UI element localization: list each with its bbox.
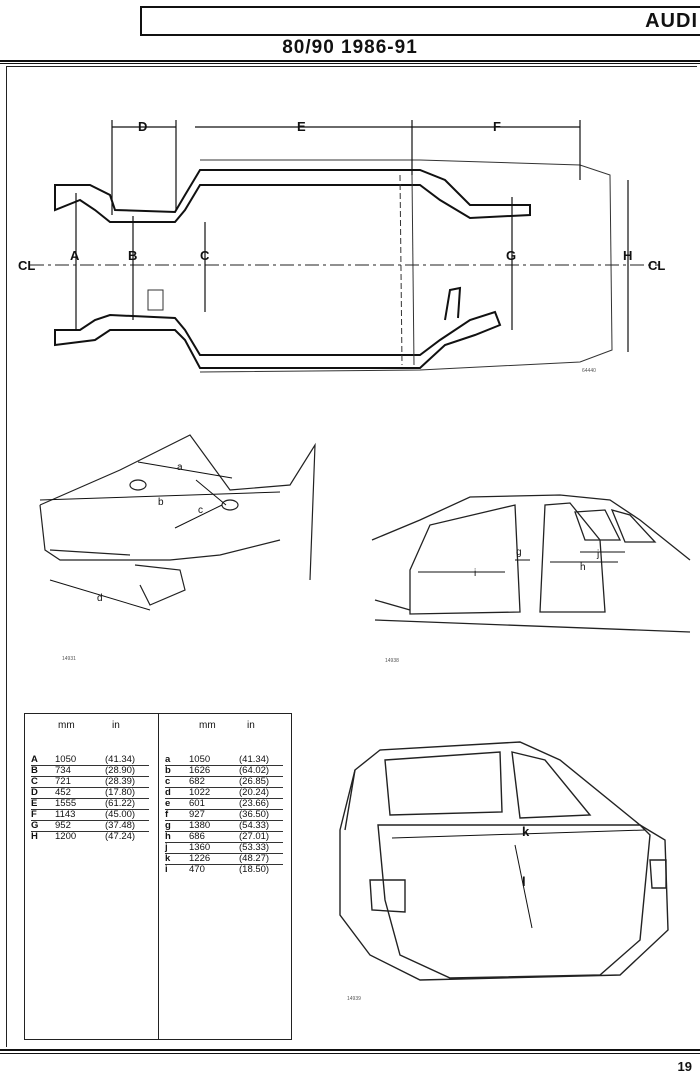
col-header-in: in — [112, 720, 120, 731]
diagram1-ref: 64440 — [582, 368, 596, 374]
dim-label-A: A — [70, 248, 80, 263]
content-frame — [6, 66, 697, 1047]
dim-label-D: D — [138, 119, 147, 134]
dim-label-b: b — [158, 497, 164, 508]
dim-label-i: i — [474, 568, 476, 579]
page-subtitle: 80/90 1986-91 — [282, 37, 418, 58]
dim-label-k: k — [522, 824, 530, 839]
dim-label-a: a — [177, 462, 183, 473]
header-box: AUDI — [140, 6, 700, 36]
dim-label-d: d — [97, 593, 103, 604]
dim-label-G: G — [506, 248, 516, 263]
dim-label-h: h — [580, 562, 586, 573]
diagram4-ref: 14939 — [347, 996, 361, 1002]
page-number: 19 — [677, 1059, 692, 1074]
dim-label-H: H — [623, 248, 632, 263]
diagram3-ref: 14938 — [385, 658, 399, 664]
dim-label-g: g — [516, 547, 522, 558]
header-rule — [140, 35, 700, 36]
col-header-mm: mm — [199, 720, 216, 731]
dim-label-c: c — [198, 505, 203, 516]
col-header-in: in — [247, 720, 255, 731]
dim-label-C: C — [200, 248, 210, 263]
col-header-mm: mm — [58, 720, 75, 731]
subtitle-rule — [0, 60, 700, 62]
centerline-right: CL — [648, 258, 665, 273]
footer-rule — [0, 1049, 700, 1051]
dim-label-F: F — [493, 119, 501, 134]
brand-title: AUDI — [645, 10, 698, 32]
dim-label-E: E — [297, 119, 306, 134]
dim-label-l: l — [522, 874, 526, 889]
dim-label-B: B — [128, 248, 137, 263]
engine-bay-diagram: a b c d 14931 — [39, 434, 316, 660]
door-openings-diagram: g i h j 14938 — [371, 494, 691, 664]
underbody-diagram: D E F A B C G H CL CL 64440 — [18, 119, 665, 374]
footer-rule-2 — [0, 1053, 700, 1054]
rear-hatch-diagram: k l 14939 — [339, 741, 669, 1002]
diagram2-ref: 14931 — [62, 656, 76, 660]
subtitle-rule-2 — [0, 63, 700, 64]
centerline-left: CL — [18, 258, 35, 273]
dim-label-j: j — [596, 549, 599, 560]
